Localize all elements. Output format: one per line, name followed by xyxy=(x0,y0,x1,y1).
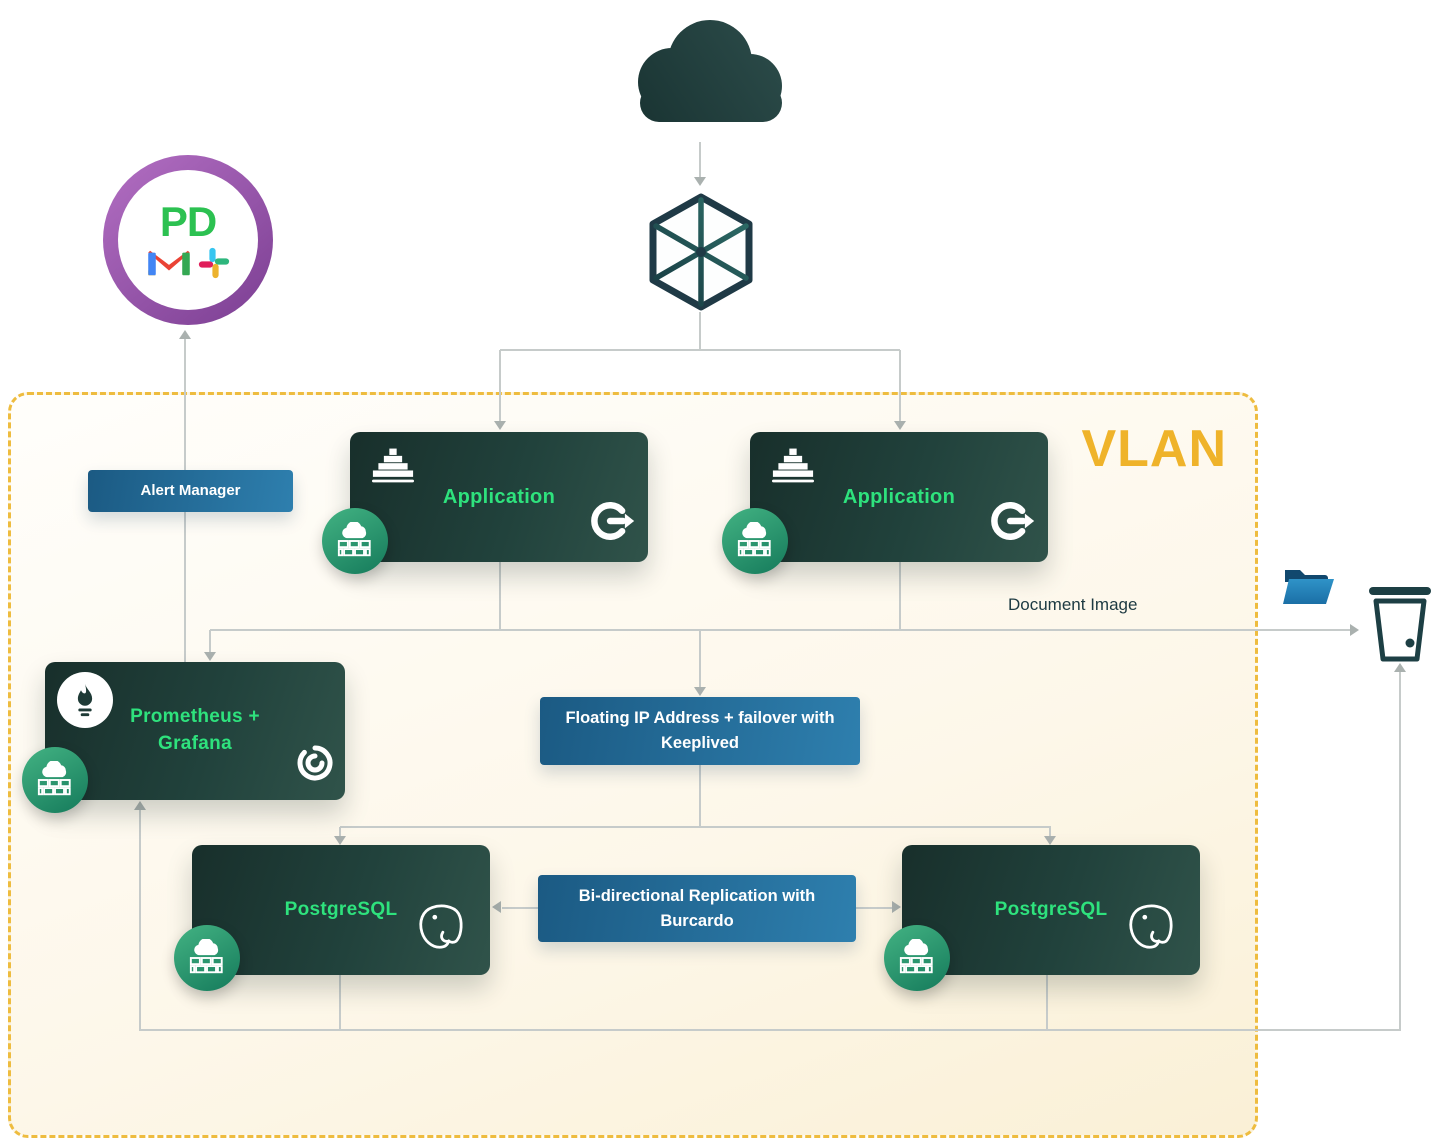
arrow-into-bucket-bottom xyxy=(1394,663,1406,672)
connector-bus-to-floating-ip xyxy=(699,630,701,688)
cloud-bricks-badge-icon xyxy=(884,925,950,991)
document-image-label: Document Image xyxy=(1008,595,1138,614)
connector-to-app2 xyxy=(899,350,901,422)
golang-icon xyxy=(586,498,636,544)
connector-bottom-bus xyxy=(139,1029,1401,1031)
pyramid-icon xyxy=(372,446,414,484)
connector-replication-left xyxy=(502,907,538,909)
arrow-into-prometheus-bottom xyxy=(134,801,146,810)
postgresql-node-2: PostgreSQL xyxy=(884,845,1200,991)
connector-bottom-to-bucket xyxy=(1399,672,1401,1030)
prometheus-grafana-label: Prometheus + Grafana xyxy=(130,706,260,754)
connector-alertmanager-to-pagerduty xyxy=(184,339,186,470)
arrow-into-floating-ip xyxy=(694,687,706,696)
arrow-into-pg2 xyxy=(1044,836,1056,845)
arrow-into-pg1 xyxy=(334,836,346,845)
connector-floating-ip-down xyxy=(699,765,701,827)
connector-prometheus-to-alertmanager xyxy=(184,512,186,662)
arrow-into-pg2-left xyxy=(892,901,901,913)
arrow-into-pg1-right xyxy=(492,901,501,913)
arrow-into-bucket xyxy=(1350,624,1359,636)
arrow-into-prometheus xyxy=(204,652,216,661)
cloud-icon xyxy=(598,4,808,142)
connector-pg1-down xyxy=(339,975,341,1030)
floating-ip-label: Floating IP Address + failover with Keep… xyxy=(565,709,835,752)
alerting-services-bubble: PD xyxy=(118,170,258,310)
postgresql-elephant-icon xyxy=(1126,901,1184,957)
cloud-bricks-badge-icon xyxy=(174,925,240,991)
pagerduty-icon: PD xyxy=(103,155,273,325)
cloud-bricks-badge-icon xyxy=(722,508,788,574)
connector-app2-down xyxy=(899,562,901,630)
connector-hub-split xyxy=(500,349,900,351)
cloud-bricks-badge-icon xyxy=(22,747,88,813)
golang-icon xyxy=(986,498,1036,544)
connector-hub-down xyxy=(699,312,701,350)
network-cube-icon xyxy=(645,190,757,314)
alert-manager-node: Alert Manager xyxy=(88,470,293,512)
arrow-into-hub xyxy=(694,177,706,186)
alert-manager-label: Alert Manager xyxy=(140,481,241,499)
connector-db-split xyxy=(340,826,1051,828)
vlan-label: VLAN xyxy=(1081,420,1227,478)
floating-ip-node: Floating IP Address + failover with Keep… xyxy=(540,697,860,765)
connector-to-pg2 xyxy=(1049,827,1051,837)
cloud-bricks-badge-icon xyxy=(322,508,388,574)
slack-icon xyxy=(198,247,230,279)
prometheus-grafana-node: Prometheus + Grafana xyxy=(22,662,345,813)
pagerduty-label: PD xyxy=(159,197,217,245)
pyramid-icon xyxy=(772,446,814,484)
connector-app-bus xyxy=(210,629,1350,631)
connector-to-app1 xyxy=(499,350,501,422)
bucket-icon xyxy=(1368,586,1432,664)
replication-label: Bi-directional Replication with Burcardo xyxy=(578,886,816,930)
connector-replication-right xyxy=(856,907,892,909)
connector-bottom-to-prometheus xyxy=(139,810,141,1030)
connector-app1-down xyxy=(499,562,501,630)
application-2-label: Application xyxy=(842,485,956,508)
arrow-into-pagerduty xyxy=(179,330,191,339)
connector-to-pg1 xyxy=(339,827,341,837)
connector-cloud-to-hub xyxy=(699,142,701,178)
application-1-label: Application xyxy=(442,485,556,508)
replication-node: Bi-directional Replication with Burcardo xyxy=(538,875,856,942)
arrow-into-app1 xyxy=(494,421,506,430)
folder-icon xyxy=(1282,562,1336,608)
arrow-into-app2 xyxy=(894,421,906,430)
postgresql-2-label: PostgreSQL xyxy=(994,899,1108,920)
postgresql-elephant-icon xyxy=(416,901,474,957)
postgresql-node-1: PostgreSQL xyxy=(174,845,490,991)
prometheus-icon xyxy=(57,672,113,728)
gmail-icon xyxy=(146,246,192,280)
postgresql-1-label: PostgreSQL xyxy=(284,899,398,920)
connector-pg2-down xyxy=(1046,975,1048,1030)
grafana-icon xyxy=(292,740,338,786)
application-node-2: Application xyxy=(722,432,1048,574)
application-node-1: Application xyxy=(322,432,648,574)
connector-bus-to-prometheus xyxy=(209,630,211,653)
